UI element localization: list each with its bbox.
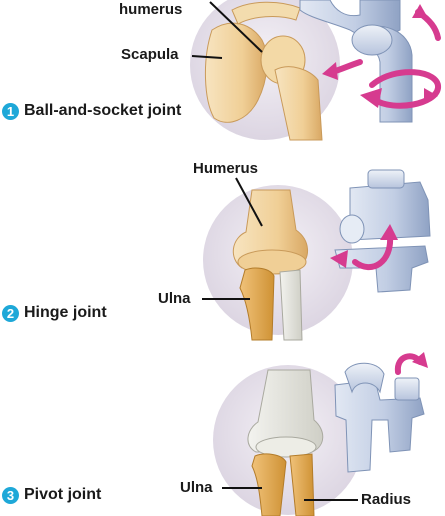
joint-title-ball-and-socket: 1 Ball-and-socket joint <box>2 102 181 120</box>
pivot-illustration <box>213 352 428 516</box>
joint-title-text: Ball-and-socket joint <box>24 102 182 119</box>
hinge-model-bottom <box>334 245 429 293</box>
ball-model <box>351 24 393 56</box>
humerus-shaft <box>274 66 323 141</box>
joint-title-hinge: 2 Hinge joint <box>2 304 107 322</box>
hinge-arrow-head-left <box>330 250 348 268</box>
hinge-illustration <box>203 169 431 341</box>
radius-label: Radius <box>361 491 412 508</box>
pivot-model-post <box>394 377 420 401</box>
joint-title-text: Pivot joint <box>24 486 102 503</box>
trochlea-pivot <box>255 436 317 458</box>
ulna-bone-pivot <box>251 453 287 516</box>
scapula-label: Scapula <box>121 46 179 63</box>
ball-and-socket-illustration <box>190 0 441 141</box>
hinge-arrow <box>352 233 394 270</box>
hinge-cylinder-end <box>339 214 365 244</box>
humerus-hinge-leader <box>235 177 263 227</box>
lower-arrow-head <box>424 88 438 104</box>
side-arrow-head <box>322 62 338 80</box>
humerus-top-leader <box>209 1 263 53</box>
joint-title-text: Hinge joint <box>24 304 107 321</box>
rotation-arrow-head <box>360 88 382 108</box>
pivot-arrow-head <box>412 352 428 368</box>
pivot-model-base <box>334 379 425 473</box>
joint-number-badge: 1 <box>2 102 19 120</box>
scapula-bone <box>205 22 268 123</box>
humerus-label-hinge: Humerus <box>193 160 259 177</box>
ulna-label-pivot: Ulna <box>180 479 213 496</box>
rotation-arrow <box>369 69 441 109</box>
ulna-bone-hinge <box>239 267 275 341</box>
hinge-arrow-head-up <box>380 224 398 240</box>
humerus-label-top: humerus <box>119 1 183 18</box>
joint-title-pivot: 3 Pivot joint <box>2 486 101 504</box>
pivot-model-ring <box>344 362 385 394</box>
leader-lines <box>191 1 358 501</box>
clavicle-bone <box>231 1 301 25</box>
top-arrow-head <box>412 4 428 18</box>
ulna-label-hinge: Ulna <box>158 290 191 307</box>
hinge-model-cap <box>367 169 405 189</box>
scapula-leader <box>191 55 223 59</box>
radius-bone-hinge <box>279 269 303 341</box>
joint-number-badge: 2 <box>2 304 19 322</box>
joint-number-badge: 3 <box>2 486 19 504</box>
